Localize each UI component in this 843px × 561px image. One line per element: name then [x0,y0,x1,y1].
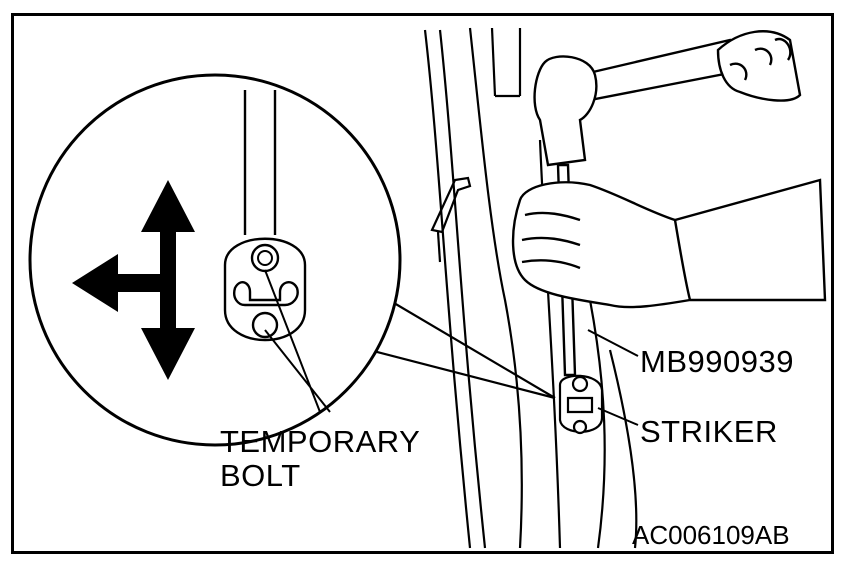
detail-circle [28,73,402,447]
hammer-icon [533,30,802,167]
temporary-bolt-label: TEMPORARY [220,424,421,459]
temporary-bolt-label-line2: BOLT [220,458,301,493]
vehicle-pillar [423,27,638,549]
tool-label: MB990939 [640,344,794,379]
striker-assembly [558,374,604,435]
figure-code: AC006109AB [632,520,790,550]
move-direction-arrows-icon [72,180,195,380]
hand-icon [511,163,827,377]
magnifier-leader [349,289,556,400]
label-leaders [587,329,639,426]
striker-label: STRIKER [640,414,778,449]
